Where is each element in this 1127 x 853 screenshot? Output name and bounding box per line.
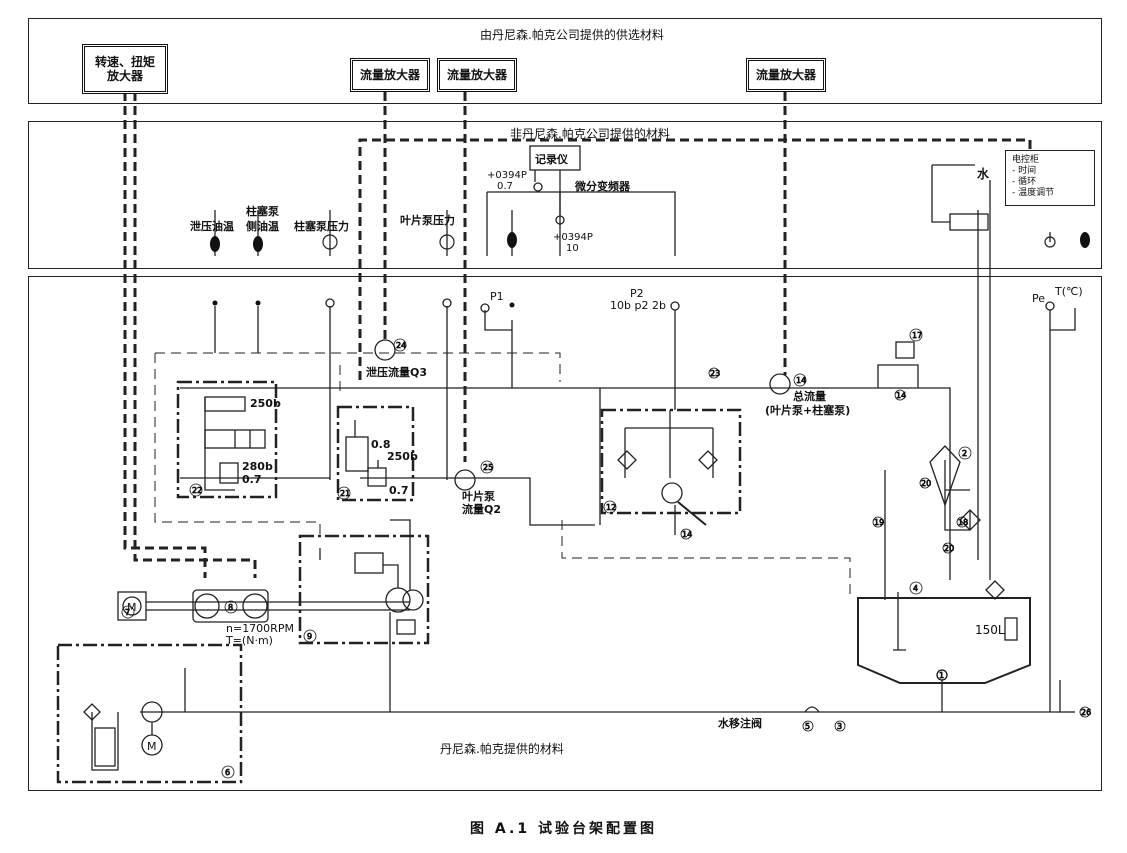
svg-text:20: 20 (944, 544, 954, 553)
relief-valve-250b-a: 250b (250, 397, 281, 410)
p2-values-label: 10b p2 2b (610, 299, 666, 312)
rpm-label: n=1700RPM (226, 622, 294, 635)
tank-volume-label: 150L (975, 623, 1005, 637)
drain-oil-temp-label: 泄压油温 (190, 220, 234, 233)
control-cabinet-item-temp: - 温度调节 (1012, 188, 1055, 198)
svg-text:14: 14 (796, 376, 806, 385)
vane-pressure-label: 叶片泵压力 (400, 214, 455, 227)
recorder-label: 记录仪 (535, 153, 568, 166)
total-flow-label-2: (叶片泵+柱塞泵) (765, 404, 851, 417)
p1-label: P1 (490, 290, 504, 303)
transducer-value-a: 0.7 (497, 181, 513, 192)
water-injection-valve-label: 水移注阀 (718, 717, 762, 730)
svg-text:1: 1 (939, 671, 944, 680)
svg-text:20: 20 (921, 479, 931, 488)
svg-text:18: 18 (958, 518, 968, 527)
water-label: 水 (977, 167, 990, 181)
plunger-temp-label-1: 柱塞泵 (246, 205, 279, 218)
relief-valve-250b-b: 250b (387, 450, 418, 463)
valve-08: 0.8 (371, 438, 391, 451)
svg-text:23: 23 (710, 369, 720, 378)
control-cabinet-title: 电控柜 (1012, 155, 1040, 165)
svg-text:6: 6 (225, 768, 230, 777)
non-supplier-section (28, 121, 1102, 269)
control-cabinet: 电控柜 - 时间 - 循环 - 温度调节 (1005, 150, 1095, 206)
svg-text:14: 14 (896, 391, 906, 400)
supplier-optional-title: 由丹尼森.帕克公司提供的供选材料 (480, 28, 664, 42)
pe-label: Pe (1032, 292, 1046, 305)
speed-torque-amp-line1: 转速、扭矩 (94, 55, 155, 69)
supplier-optional-section (28, 18, 1102, 104)
svg-text:24: 24 (396, 341, 406, 350)
relief-valve-280b: 280b (242, 460, 273, 473)
plunger-pressure-label: 柱塞泵压力 (294, 220, 349, 233)
non-supplier-title: 非丹尼森.帕克公司提供的材料 (510, 127, 670, 141)
svg-text:19: 19 (874, 518, 884, 527)
torque-label: T=(N·m) (226, 634, 273, 647)
plunger-temp-label-2: 侧油温 (246, 220, 279, 233)
diff-transducer-label: 微分变频器 (575, 180, 630, 193)
svg-text:25: 25 (483, 463, 493, 472)
drain-flow-label: 泄压流量Q3 (366, 366, 428, 379)
svg-text:3: 3 (837, 722, 842, 731)
flow-amplifier-2: 流量放大器 (437, 58, 517, 92)
vane-flow-label-1: 叶片泵 (462, 490, 495, 503)
svg-text:8: 8 (228, 603, 233, 612)
p2-label: P2 (630, 287, 644, 300)
vane-flow-label-2: 流量Q2 (462, 503, 502, 516)
svg-text:4: 4 (913, 584, 918, 593)
svg-text:M: M (127, 601, 137, 614)
temperature-label: T(℃) (1055, 285, 1083, 298)
transducer-value-b: 10 (566, 243, 579, 254)
svg-text:21: 21 (340, 489, 350, 498)
control-cabinet-item-cycle: - 循环 (1012, 177, 1037, 187)
svg-text:M: M (147, 740, 157, 753)
svg-text:7: 7 (125, 608, 130, 617)
supplier-title: 丹尼森.帕克提供的材料 (440, 742, 564, 756)
transducer-code-b: +0394P (553, 232, 593, 243)
svg-text:22: 22 (192, 486, 202, 495)
figure-caption: 图 A.1 试验台架配置图 (470, 821, 657, 837)
svg-text:2: 2 (962, 449, 967, 458)
transducer-code-a: +0394P (487, 170, 527, 181)
speed-torque-amp-line2: 放大器 (106, 69, 143, 83)
control-cabinet-item-time: - 时间 (1012, 166, 1037, 176)
svg-text:17: 17 (912, 331, 922, 340)
total-flow-label-1: 总流量 (793, 390, 826, 403)
speed-torque-amplifier: 转速、扭矩 放大器 (82, 44, 168, 94)
svg-text:5: 5 (805, 722, 810, 731)
flow-amplifier-1: 流量放大器 (350, 58, 430, 92)
supplier-section (28, 276, 1102, 791)
flow-amplifier-3: 流量放大器 (746, 58, 826, 92)
check-valve-07-a: 0.7 (242, 473, 262, 486)
svg-text:26: 26 (1081, 708, 1091, 717)
svg-text:14: 14 (682, 530, 692, 539)
svg-text:9: 9 (307, 632, 312, 641)
check-valve-07-b: 0.7 (389, 484, 409, 497)
svg-text:12: 12 (606, 503, 616, 512)
